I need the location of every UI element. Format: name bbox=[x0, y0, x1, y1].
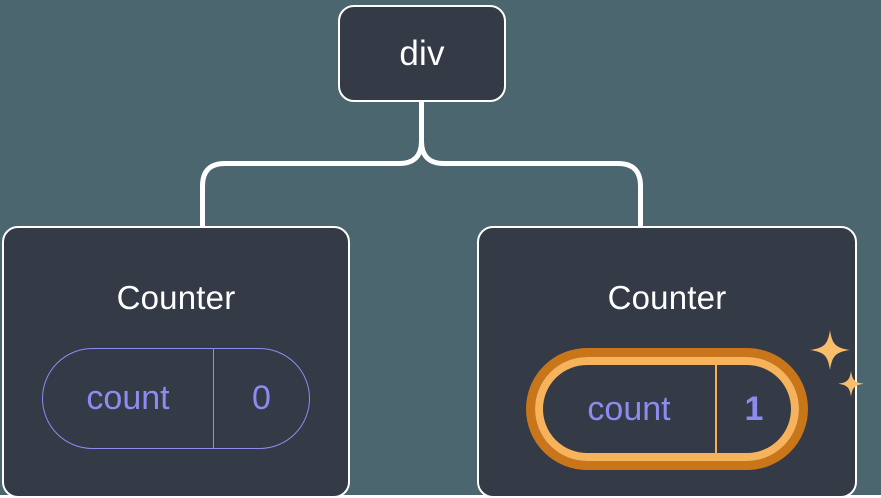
state-pill-right-highlight-ring: count 1 bbox=[526, 348, 808, 470]
state-pill-left[interactable]: count 0 bbox=[42, 348, 310, 449]
state-pill-right-wrapper: count 1 bbox=[526, 330, 864, 470]
connector-to-right-counter bbox=[419, 140, 643, 226]
state-pill-right-key: count bbox=[587, 389, 671, 428]
node-counter-left[interactable]: Counter count 0 bbox=[2, 226, 350, 498]
sparkle-icon bbox=[810, 330, 864, 397]
state-pill-left-key: count bbox=[86, 379, 170, 417]
node-div-label: div bbox=[399, 34, 445, 73]
state-pill-right[interactable]: count 1 bbox=[535, 357, 799, 461]
node-counter-right-title: Counter bbox=[607, 279, 727, 316]
node-counter-left-title: Counter bbox=[116, 279, 236, 316]
node-counter-right[interactable]: Counter count 1 bbox=[477, 226, 864, 498]
state-pill-left-wrapper: count 0 bbox=[42, 348, 310, 449]
state-pill-right-value: 1 bbox=[715, 365, 791, 453]
connector-to-left-counter bbox=[200, 140, 424, 226]
state-pill-left-value: 0 bbox=[213, 349, 309, 448]
node-div[interactable]: div bbox=[338, 5, 506, 102]
